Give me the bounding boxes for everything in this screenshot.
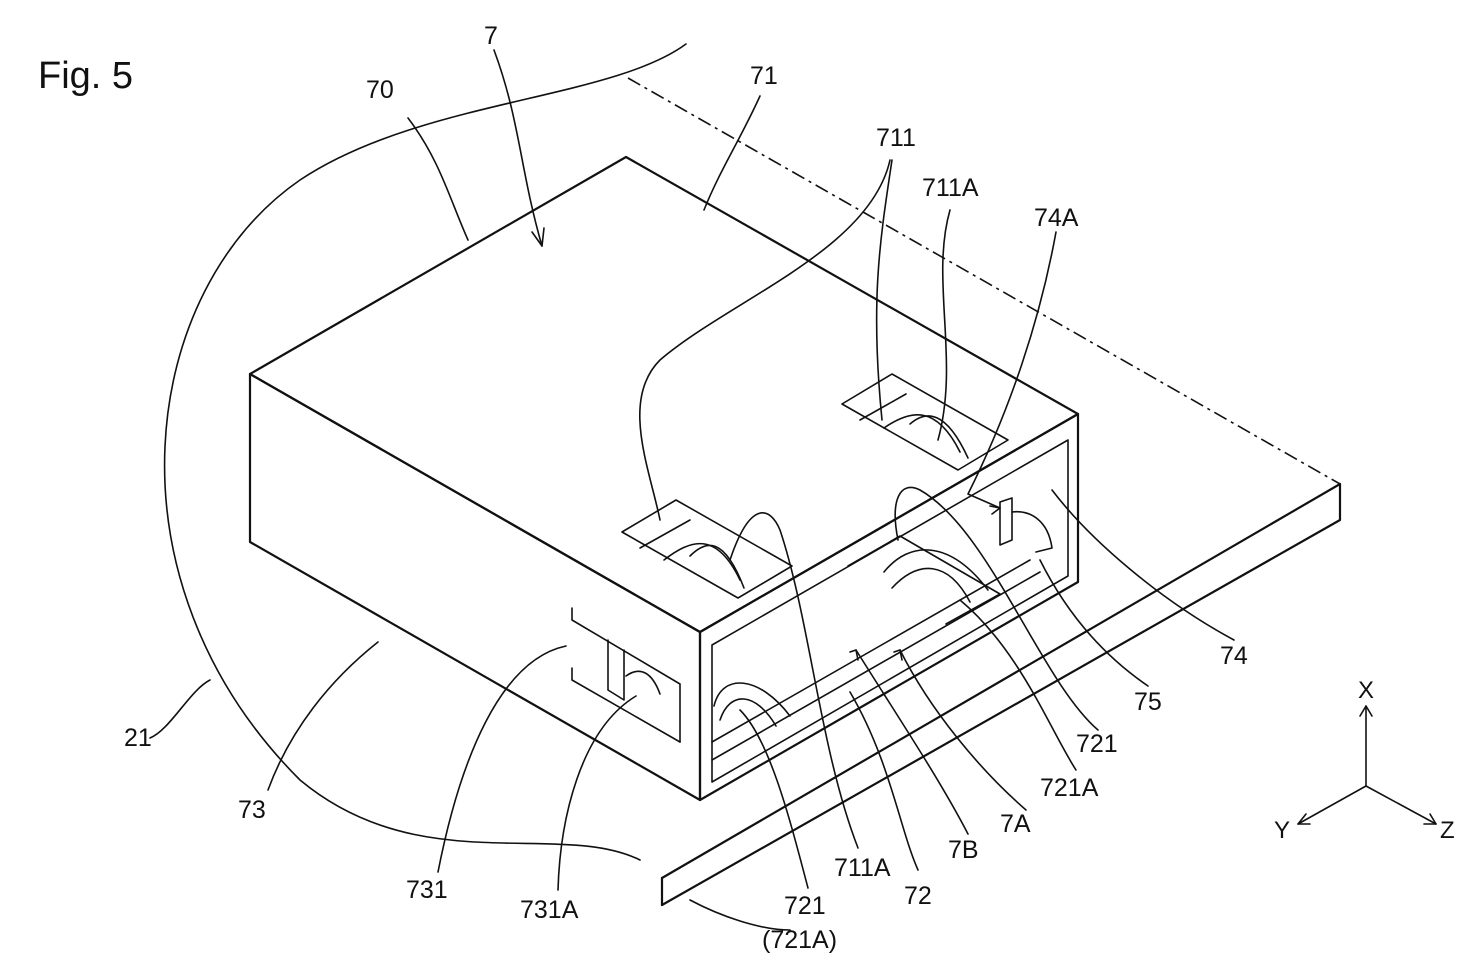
label-7A: 7A bbox=[1000, 810, 1031, 838]
reference-labels: 7 70 71 711 711A 74A 74 75 721 721A 7A 7… bbox=[124, 22, 1248, 954]
figure-title: Fig. 5 bbox=[38, 55, 133, 97]
label-7B: 7B bbox=[948, 836, 979, 864]
label-70: 70 bbox=[366, 76, 394, 104]
axis-z-label: Z bbox=[1440, 817, 1455, 844]
connector-body bbox=[250, 157, 1078, 800]
side-latch-731 bbox=[572, 608, 680, 742]
axis-indicator: X Y Z bbox=[1274, 677, 1455, 844]
label-73: 73 bbox=[238, 796, 266, 824]
terminal-74 bbox=[1000, 498, 1052, 552]
label-721A-paren: (721A) bbox=[762, 926, 837, 954]
axis-y-label: Y bbox=[1274, 817, 1290, 844]
label-721-right: 721 bbox=[1076, 730, 1118, 758]
label-75: 75 bbox=[1134, 688, 1162, 716]
label-711A-bottom: 711A bbox=[834, 854, 891, 882]
label-74A: 74A bbox=[1034, 204, 1079, 232]
label-21: 21 bbox=[124, 724, 152, 752]
label-7: 7 bbox=[484, 22, 498, 50]
label-731A: 731A bbox=[520, 896, 579, 924]
label-711: 711 bbox=[876, 124, 916, 152]
top-window-left bbox=[622, 500, 792, 598]
label-71: 71 bbox=[750, 62, 778, 90]
label-721A-right: 721A bbox=[1040, 774, 1099, 802]
label-74: 74 bbox=[1220, 642, 1248, 670]
label-72: 72 bbox=[904, 882, 932, 910]
label-711A-top: 711A bbox=[922, 174, 979, 202]
label-721-bottom: 721 bbox=[784, 892, 826, 920]
axis-x-label: X bbox=[1358, 677, 1374, 704]
top-window-right bbox=[842, 374, 1008, 470]
label-731: 731 bbox=[406, 876, 448, 904]
